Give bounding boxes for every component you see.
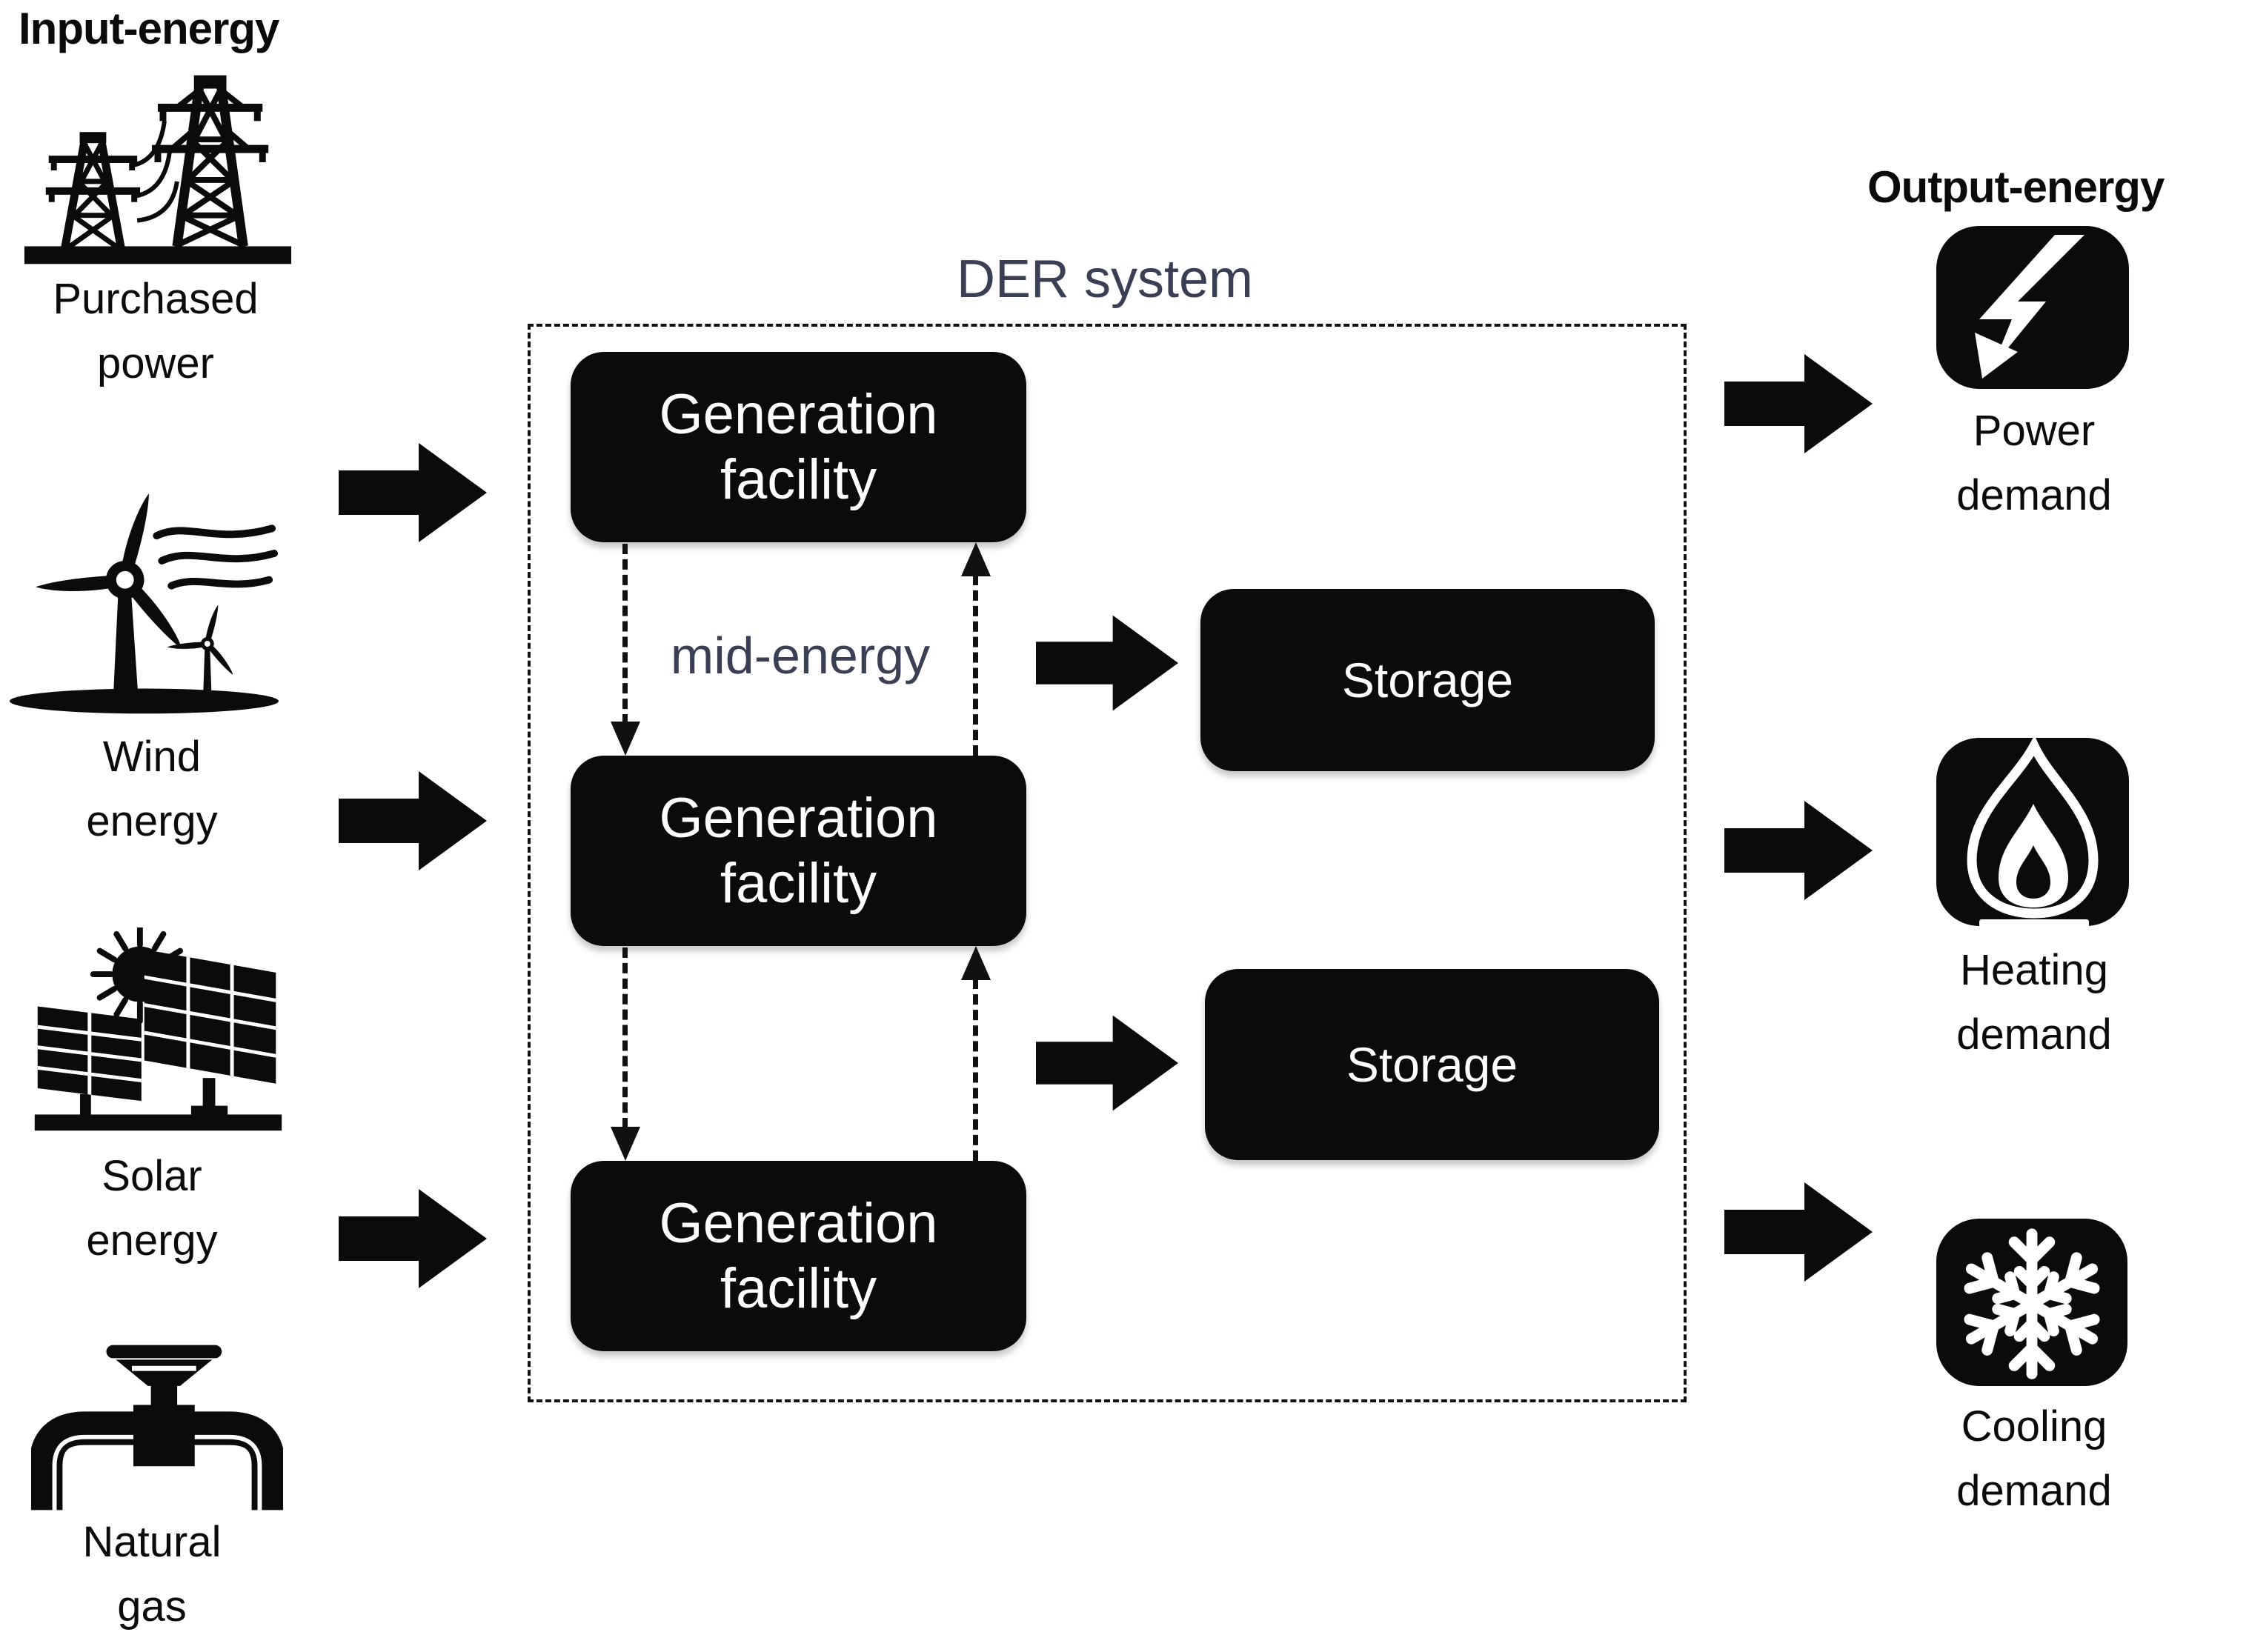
label-line: energy bbox=[86, 797, 218, 845]
purchased-power-label: Purchased power bbox=[7, 267, 304, 396]
label-line: Purchased bbox=[53, 275, 259, 323]
output-arrow bbox=[1721, 1182, 1876, 1282]
solar-panels-icon bbox=[26, 927, 291, 1139]
arrowhead-down-icon bbox=[611, 722, 640, 756]
wind-energy-label: Wind energy bbox=[7, 725, 296, 853]
generation-facility-box: Generation facility bbox=[571, 352, 1026, 542]
arrowhead-down-icon bbox=[611, 1127, 640, 1161]
storage-arrow bbox=[1036, 613, 1178, 713]
power-demand-label: Power demand bbox=[1897, 399, 2171, 527]
input-arrow bbox=[335, 771, 491, 870]
box-label-line: Generation bbox=[659, 383, 938, 447]
mid-energy-label: mid-energy bbox=[670, 627, 931, 685]
heating-demand-label: Heating demand bbox=[1897, 938, 2171, 1067]
arrowhead-up-icon bbox=[961, 542, 991, 576]
mid-energy-down-arrow bbox=[622, 947, 628, 1128]
flame-icon bbox=[1936, 736, 2129, 928]
label-line: Power bbox=[1973, 407, 2096, 455]
input-energy-title: Input-energy bbox=[19, 4, 279, 53]
natural-gas-label: Natural gas bbox=[7, 1510, 296, 1639]
generation-facility-box: Generation facility bbox=[571, 756, 1026, 946]
arrowhead-up-icon bbox=[961, 946, 991, 980]
storage-arrow bbox=[1036, 1013, 1178, 1113]
label-line: Natural bbox=[82, 1518, 222, 1566]
storage-box: Storage bbox=[1200, 589, 1655, 771]
label-line: Wind bbox=[102, 733, 202, 781]
box-label-line: Generation bbox=[659, 787, 938, 850]
input-arrow bbox=[335, 1189, 491, 1288]
mid-energy-up-arrow bbox=[973, 575, 978, 756]
box-label-line: facility bbox=[720, 447, 877, 511]
lightning-icon bbox=[1936, 226, 2129, 389]
output-arrow bbox=[1721, 354, 1876, 453]
label-line: demand bbox=[1956, 471, 2112, 519]
box-label-line: facility bbox=[720, 1256, 877, 1320]
der-system-boundary bbox=[528, 324, 1687, 1402]
box-label-line: Generation bbox=[659, 1192, 938, 1256]
label-line: gas bbox=[117, 1582, 187, 1631]
generation-facility-box: Generation facility bbox=[571, 1161, 1026, 1351]
transmission-towers-icon bbox=[13, 68, 301, 270]
box-label: Storage bbox=[1346, 1037, 1518, 1092]
output-energy-title: Output-energy bbox=[1867, 162, 2165, 212]
label-line: energy bbox=[86, 1216, 218, 1265]
storage-box: Storage bbox=[1205, 969, 1659, 1160]
wind-turbines-icon bbox=[6, 483, 282, 720]
label-line: Heating bbox=[1960, 946, 2108, 994]
der-system-title: DER system bbox=[956, 250, 1254, 309]
solar-energy-label: Solar energy bbox=[7, 1144, 296, 1273]
mid-energy-down-arrow bbox=[622, 544, 628, 725]
snowflake-icon bbox=[1936, 1219, 2127, 1386]
label-line: demand bbox=[1956, 1467, 2112, 1515]
cooling-demand-label: Cooling demand bbox=[1897, 1394, 2171, 1523]
box-label: Storage bbox=[1341, 653, 1514, 707]
box-label-line: facility bbox=[720, 851, 877, 915]
label-line: power bbox=[97, 339, 214, 387]
label-line: Cooling bbox=[1961, 1402, 2107, 1451]
gas-valve-icon bbox=[31, 1342, 283, 1513]
output-arrow bbox=[1721, 801, 1876, 900]
mid-energy-up-arrow bbox=[973, 979, 978, 1161]
label-line: demand bbox=[1956, 1010, 2112, 1059]
input-arrow bbox=[335, 443, 491, 542]
label-line: Solar bbox=[102, 1152, 202, 1200]
